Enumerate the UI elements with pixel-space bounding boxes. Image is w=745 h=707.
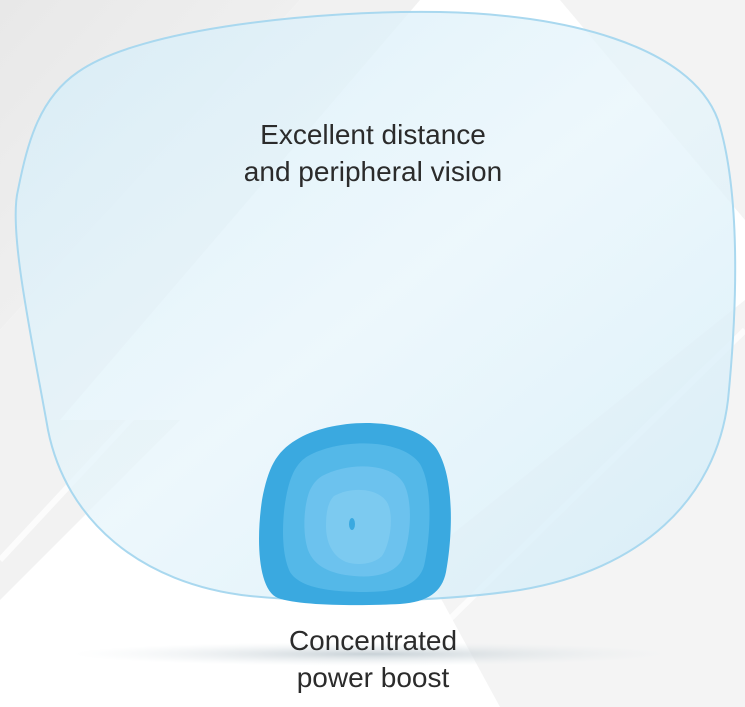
power-boost-line-2: power boost xyxy=(296,662,450,693)
distance-zone-label: Excellent distance and peripheral vision xyxy=(178,116,568,190)
power-boost-label: Concentrated power boost xyxy=(228,622,518,696)
lens-outline xyxy=(14,10,737,602)
power-boost-zone xyxy=(259,422,451,606)
distance-zone-line-1: Excellent distance xyxy=(260,119,486,150)
power-boost-line-1: Concentrated xyxy=(288,625,458,656)
lens-shadow xyxy=(72,642,672,666)
boost-core xyxy=(326,489,391,564)
boost-center-dot xyxy=(349,518,355,530)
distance-zone-line-2: and peripheral vision xyxy=(243,156,503,187)
